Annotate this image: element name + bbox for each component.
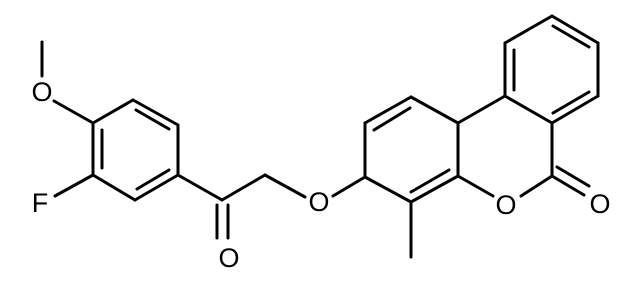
bond	[363, 95, 413, 125]
aromatic-double-bond	[551, 90, 591, 115]
ketone-oxygen-label: O	[218, 243, 239, 273]
ring-oxygen-label: O	[495, 190, 516, 220]
bond	[53, 173, 95, 198]
chromenone-benzene-ring	[363, 95, 460, 204]
aromatic-double-bond	[134, 108, 171, 131]
bond	[176, 173, 224, 202]
bond	[131, 98, 180, 127]
bond	[220, 173, 267, 202]
aromatic-double-bond	[551, 24, 591, 49]
aromatic-double-bond	[135, 168, 171, 191]
bond	[503, 14, 554, 45]
ether-oxygen-label: O	[308, 187, 329, 217]
right-benzene-ring	[503, 14, 600, 125]
bond	[363, 175, 413, 204]
lactone-ring	[456, 94, 591, 198]
bond	[550, 14, 600, 45]
bond	[456, 174, 495, 198]
bond	[263, 173, 307, 199]
carbonyl-double-bond	[555, 165, 591, 188]
bond	[409, 174, 460, 204]
methoxy-group	[40, 40, 95, 125]
fluorine-label: F	[32, 188, 49, 218]
lactone-carbonyl-oxygen-label: O	[589, 189, 610, 219]
aromatic-double-bond	[372, 106, 412, 132]
fluoro-methoxyphenyl-ring	[91, 98, 180, 202]
bond	[519, 174, 554, 198]
methoxy-oxygen-label: O	[31, 77, 52, 107]
bond	[91, 173, 137, 202]
bond	[52, 99, 95, 125]
bond	[503, 94, 554, 125]
bond	[91, 98, 135, 125]
bond	[331, 175, 367, 198]
ketone-linker	[176, 173, 367, 240]
bond	[550, 94, 600, 125]
bond	[456, 94, 507, 125]
bond	[133, 173, 180, 202]
bond	[409, 95, 460, 125]
aromatic-double-bond	[409, 168, 451, 194]
carbonyl-double-bond	[550, 174, 586, 197]
